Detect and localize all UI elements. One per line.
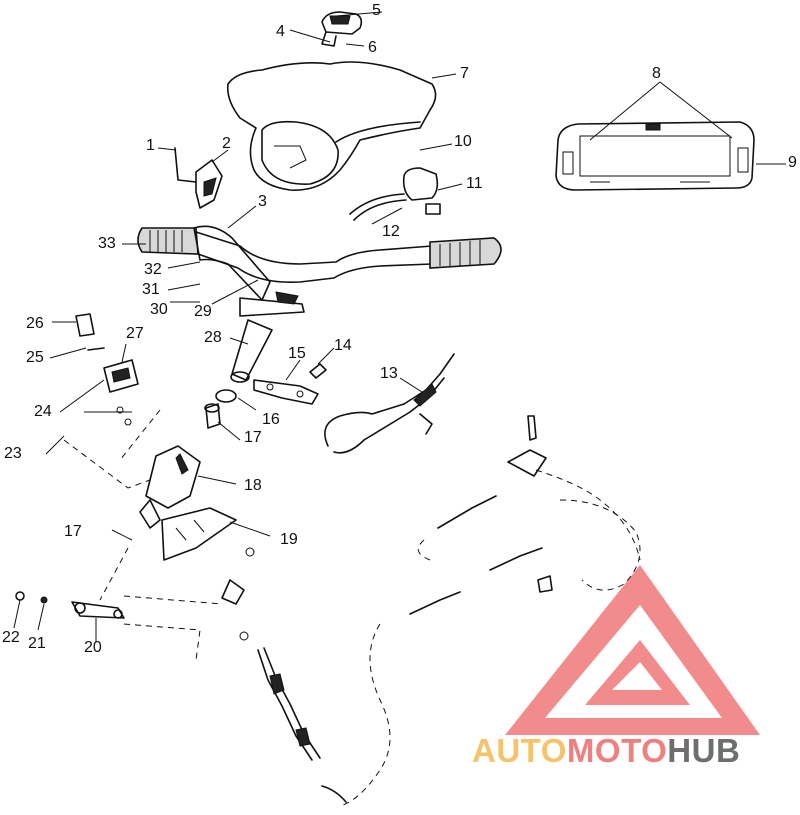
- callout-17-lower: 17: [64, 523, 82, 540]
- callout-19: 19: [280, 531, 298, 548]
- part-20-pitman-arm: [15, 591, 125, 619]
- watermark-hub: HUB: [667, 732, 741, 769]
- callout-4: 4: [276, 23, 285, 40]
- callout-31: 31: [142, 281, 160, 298]
- callout-24: 24: [34, 403, 52, 420]
- callout-26: 26: [26, 315, 44, 332]
- callout-6: 6: [368, 39, 377, 56]
- callout-21: 21: [28, 635, 46, 652]
- leader-lines: [13, 11, 786, 661]
- part-11-switch: [349, 167, 441, 221]
- cable-assembly: [221, 547, 347, 803]
- callout-9: 9: [788, 154, 797, 171]
- callout-18: 18: [244, 477, 262, 494]
- callout-8: 8: [652, 65, 661, 82]
- callout-12: 12: [382, 223, 400, 240]
- callout-17-upper: 17: [244, 429, 262, 446]
- callout-20: 20: [84, 639, 102, 656]
- callout-11: 11: [466, 175, 483, 192]
- part-7-headlight-pod: [226, 61, 437, 191]
- part-13-tether-cord: [324, 353, 455, 454]
- callout-5: 5: [372, 2, 381, 19]
- callout-30: 30: [150, 301, 168, 318]
- part-28-steering-post: [230, 319, 273, 383]
- callout-13: 13: [380, 365, 398, 382]
- part-27-bracket: [75, 313, 139, 426]
- watermark-text: AUTOMOTOHUB: [472, 732, 740, 770]
- watermark-moto: MOTO: [566, 732, 668, 769]
- callout-23: 23: [4, 445, 22, 462]
- part-16-washer: [204, 389, 237, 429]
- callout-32: 32: [144, 261, 162, 278]
- part-2-bracket: [174, 147, 223, 209]
- watermark-logo: [505, 565, 760, 735]
- callout-7: 7: [460, 65, 469, 82]
- callout-28: 28: [204, 329, 222, 346]
- part-18-steering-block: [139, 445, 237, 561]
- callout-25: 25: [26, 349, 44, 366]
- callout-14: 14: [334, 337, 352, 354]
- callout-27: 27: [126, 325, 144, 342]
- part-15-plate: [253, 363, 327, 405]
- callout-16: 16: [262, 411, 280, 428]
- throttle-cable-right: [339, 415, 641, 807]
- part-9-instrument-decal: [555, 121, 755, 191]
- callout-3: 3: [258, 193, 267, 210]
- throttle-housing: [193, 225, 305, 317]
- callout-1: 1: [146, 137, 155, 154]
- callout-2: 2: [222, 135, 231, 152]
- callout-15: 15: [288, 345, 306, 362]
- callout-10: 10: [454, 133, 472, 150]
- callout-22: 22: [2, 629, 20, 646]
- part-3-handlebar: [137, 227, 502, 284]
- callout-29: 29: [194, 303, 212, 320]
- callout-33: 33: [98, 235, 116, 252]
- watermark-auto: AUTO: [472, 732, 567, 769]
